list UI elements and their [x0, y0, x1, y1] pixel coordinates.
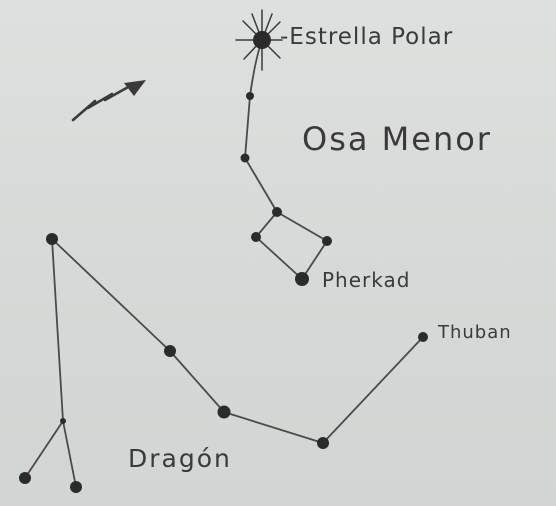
- draco-lines: [24, 238, 424, 488]
- label-osa-menor: Osa Menor: [302, 120, 492, 158]
- label-pherkad: Pherkad: [322, 268, 411, 292]
- label-dragon: Dragón: [128, 444, 232, 473]
- line-draco-1: [51, 238, 171, 352]
- star-um-3: [240, 153, 250, 163]
- line-draco-3: [223, 411, 324, 444]
- star-um-2: [246, 92, 254, 100]
- star-um-4: [272, 207, 282, 217]
- line-um-7: [301, 240, 328, 280]
- label-thuban: Thuban: [438, 322, 512, 343]
- star-um-5: [251, 232, 261, 242]
- star-draco-4: [317, 437, 329, 449]
- north-arrow-icon: [71, 80, 146, 122]
- star-draco-8: [70, 481, 82, 493]
- star-polaris: [253, 31, 271, 49]
- star-draco-6: [60, 418, 66, 424]
- star-pherkad: [295, 272, 309, 286]
- star-draco-7: [19, 472, 31, 484]
- star-draco-2: [164, 345, 176, 357]
- ursa-minor-lines: [244, 39, 328, 280]
- line-um-2: [244, 95, 251, 159]
- star-draco-3: [217, 405, 231, 419]
- line-draco-7: [62, 420, 77, 488]
- star-thuban: [418, 332, 428, 342]
- stars: [19, 31, 428, 493]
- star-draco-head: [46, 233, 58, 245]
- line-um-6: [255, 236, 303, 280]
- line-draco-6: [24, 420, 64, 479]
- star-um-6: [322, 236, 332, 246]
- label-estrella-polar: -Estrella Polar: [280, 24, 454, 50]
- line-um-3: [244, 157, 278, 213]
- line-draco-2: [169, 350, 225, 413]
- line-um-5: [276, 211, 328, 242]
- line-draco-5: [51, 238, 64, 422]
- line-um-4: [255, 211, 278, 238]
- line-draco-4: [322, 336, 424, 444]
